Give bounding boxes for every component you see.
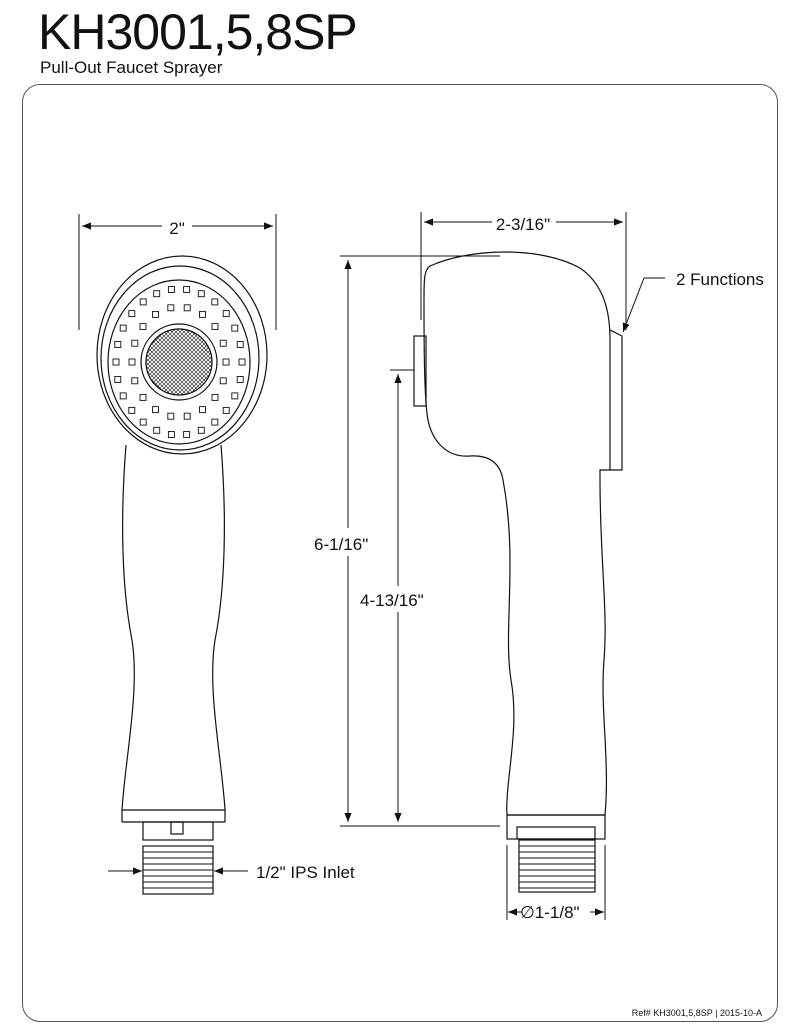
spray-nozzle <box>139 418 147 426</box>
drawing-frame <box>22 84 778 1022</box>
side-width-label: 2-3/16" <box>496 215 550 234</box>
spray-nozzle <box>231 324 239 332</box>
revision-code: 2015-10-A <box>719 1008 762 1018</box>
spray-nozzle <box>153 290 161 298</box>
spray-nozzle <box>128 358 136 366</box>
body-height-label: 4-13/16" <box>360 591 424 610</box>
spray-nozzle <box>219 339 227 347</box>
side-width-dimension <box>420 212 627 330</box>
spray-nozzle <box>211 393 219 401</box>
spray-nozzle <box>114 341 122 348</box>
front-base-collar <box>142 821 214 841</box>
spray-nozzle <box>222 406 230 414</box>
spray-nozzle <box>131 339 139 347</box>
spray-nozzle <box>119 392 127 400</box>
spray-nozzle <box>222 358 230 366</box>
spray-nozzle <box>152 310 159 318</box>
model-title: KH3001,5,8SP <box>38 4 358 60</box>
spray-nozzle <box>152 406 159 414</box>
spray-nozzle <box>236 341 244 348</box>
spray-nozzle <box>128 310 136 318</box>
spray-nozzle <box>139 323 147 331</box>
spray-nozzle <box>219 377 227 385</box>
spray-nozzle <box>183 412 191 420</box>
front-spray-head-ring <box>100 265 260 451</box>
spray-nozzle <box>167 286 175 293</box>
front-width-dimension <box>78 214 277 330</box>
front-view <box>96 255 268 895</box>
base-diameter-label: ∅1-1/8" <box>520 903 580 922</box>
front-slot <box>170 821 184 835</box>
spray-nozzles <box>112 286 246 438</box>
spray-nozzle <box>131 377 139 385</box>
spray-nozzle <box>167 304 175 312</box>
spray-nozzle <box>114 376 122 383</box>
front-handle-outline <box>121 444 226 811</box>
spray-nozzle <box>211 298 219 306</box>
front-spray-head-outer <box>96 255 268 455</box>
body-height-dimension <box>390 369 414 822</box>
side-head-outline <box>423 251 611 816</box>
spray-nozzle <box>139 393 147 401</box>
spray-nozzle <box>153 426 161 434</box>
footer-separator: | <box>715 1008 718 1018</box>
spray-nozzle <box>112 358 120 366</box>
side-head-back-panel <box>609 329 623 471</box>
spray-nozzle <box>167 412 175 420</box>
spray-nozzle <box>139 298 147 306</box>
spray-nozzle <box>183 304 191 312</box>
spray-nozzle <box>236 376 244 383</box>
side-threaded-inlet <box>518 839 596 893</box>
reference-number: Ref# KH3001,5,8SP <box>631 1008 713 1018</box>
spray-nozzle <box>197 426 205 434</box>
spray-nozzle <box>211 418 219 426</box>
inlet-dimension <box>108 863 248 878</box>
spray-nozzle <box>238 358 246 366</box>
spray-nozzle <box>183 286 191 293</box>
front-spray-face <box>107 279 251 445</box>
product-subtitle: Pull-Out Faucet Sprayer <box>40 58 223 77</box>
spray-nozzle <box>119 324 127 332</box>
inlet-label: 1/2" IPS Inlet <box>256 863 355 882</box>
spray-nozzle <box>128 406 136 414</box>
drawing-footer: Ref# KH3001,5,8SP | 2015-10-A <box>632 1007 762 1019</box>
spray-nozzle <box>199 406 206 414</box>
spray-nozzle <box>199 310 206 318</box>
functions-callout <box>622 277 665 333</box>
spray-nozzle <box>222 310 230 318</box>
base-diameter-dimension <box>506 845 606 920</box>
spray-nozzle <box>183 431 191 438</box>
front-width-label: 2" <box>169 219 185 238</box>
spray-nozzle <box>167 431 175 438</box>
overall-height-label: 6-1/16" <box>314 535 368 554</box>
spray-nozzle <box>197 290 205 298</box>
overall-height-dimension <box>340 255 500 827</box>
front-center-screen <box>145 328 213 396</box>
functions-label: 2 Functions <box>676 270 764 289</box>
spray-nozzle <box>231 392 239 400</box>
spray-nozzle <box>211 323 219 331</box>
side-button <box>413 335 427 407</box>
side-view <box>413 251 623 893</box>
front-threaded-inlet <box>142 845 214 895</box>
